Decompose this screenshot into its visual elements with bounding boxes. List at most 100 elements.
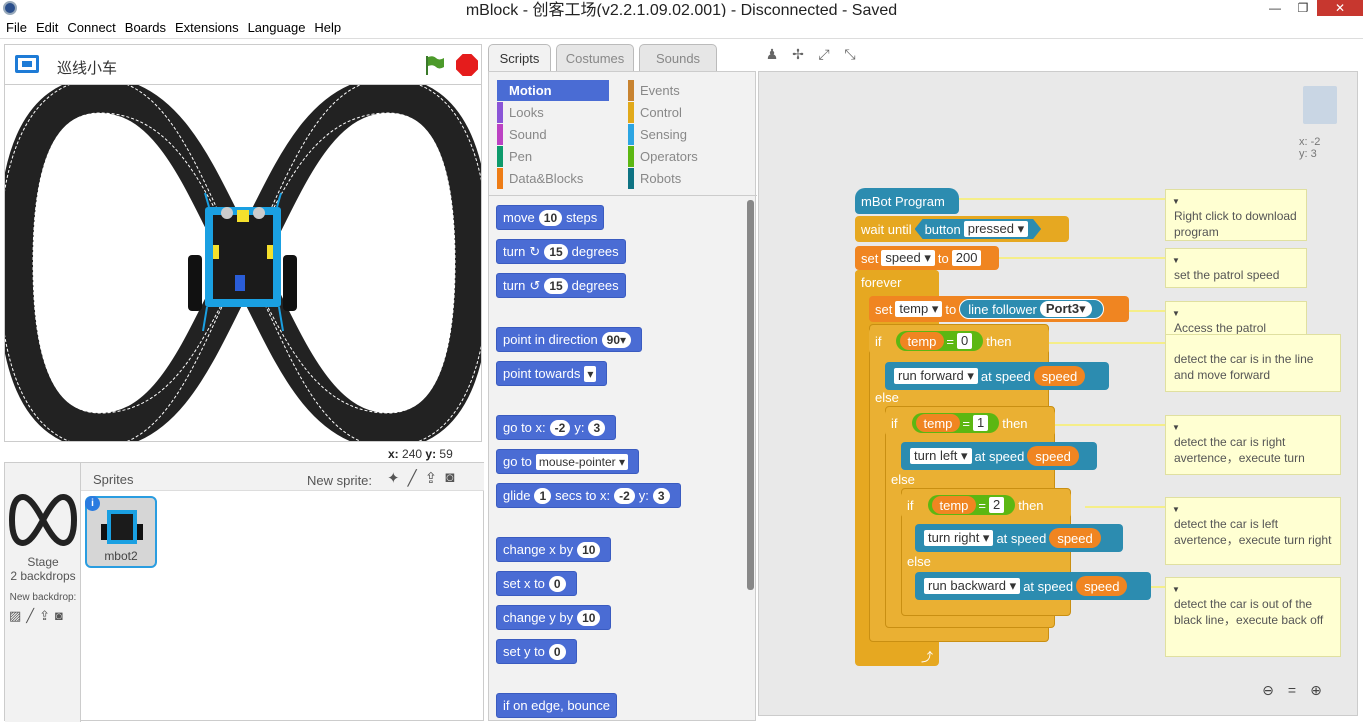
menu-help[interactable]: Help [314, 20, 342, 35]
camera-backdrop-icon[interactable]: ◙ [55, 608, 63, 623]
scripts-area[interactable]: x: -2 y: 3 mBot Program wait until butto… [758, 71, 1358, 716]
cut-tool-icon[interactable]: ✢ [792, 46, 804, 62]
block-input[interactable]: 10 [538, 209, 563, 226]
hat-block[interactable]: mBot Program [855, 188, 959, 214]
sprite-tile-mbot2[interactable]: i mbot2 [85, 496, 157, 568]
block-input[interactable]: 90▾ [601, 331, 632, 348]
block-bounce[interactable]: if on edge, bounce [496, 693, 617, 718]
palette-scrollbar[interactable] [747, 200, 754, 590]
menu-file[interactable]: File [6, 20, 27, 35]
speed-reporter[interactable]: speed [1076, 576, 1128, 596]
speed-reporter[interactable]: speed [1033, 366, 1086, 386]
zoom-out-icon[interactable]: ⊖ [1262, 682, 1274, 698]
temp-reporter[interactable]: temp [915, 414, 961, 432]
speed-reporter[interactable]: speed [1027, 446, 1079, 466]
equals-block[interactable]: temp = 0 [895, 331, 984, 351]
sprite-library-icon[interactable]: ✦ [387, 470, 400, 487]
block-input[interactable]: -2 [614, 487, 635, 504]
block-input[interactable]: -2 [549, 419, 571, 436]
grow-tool-icon[interactable]: ⤢ [818, 46, 830, 62]
category-sensing[interactable]: Sensing [628, 124, 740, 145]
stage-canvas[interactable] [4, 84, 482, 442]
comment-note[interactable]: detect the car is in the line and move f… [1165, 334, 1341, 392]
block-dropdown[interactable]: mouse-pointer ▾ [535, 453, 628, 470]
temp-reporter[interactable]: temp [931, 496, 977, 514]
zoom-reset-icon[interactable]: = [1287, 682, 1297, 698]
comment-note[interactable]: ▼Right click to download program [1165, 189, 1307, 241]
run-forward-block[interactable]: run forward ▾ at speed speed [885, 362, 1109, 390]
compare-value[interactable]: 2 [989, 497, 1005, 513]
tab-sounds[interactable]: Sounds [639, 44, 717, 71]
category-events[interactable]: Events [628, 80, 740, 101]
block-input[interactable]: 10 [577, 541, 601, 558]
menu-connect[interactable]: Connect [67, 20, 116, 35]
close-icon[interactable]: ✕ [1317, 0, 1363, 16]
block-point-towards[interactable]: point towards▾ [496, 361, 608, 386]
collapse-icon[interactable]: ▼ [1172, 423, 1180, 432]
minimize-icon[interactable]: — [1269, 1, 1281, 15]
collapse-icon[interactable]: ▼ [1172, 585, 1180, 594]
fullscreen-icon[interactable] [15, 55, 39, 73]
comment-note[interactable]: ▼detect the car is left avertence，execut… [1165, 497, 1341, 565]
set-speed-block[interactable]: set speed ▾ to 200 [855, 246, 999, 270]
comment-note[interactable]: ▼detect the car is right avertence，execu… [1165, 415, 1341, 475]
category-motion[interactable]: Motion [497, 80, 609, 101]
temp-var-dropdown[interactable]: temp ▾ [895, 301, 943, 317]
direction-dropdown[interactable]: run backward ▾ [924, 578, 1021, 594]
tab-scripts[interactable]: Scripts [488, 44, 551, 71]
if-block-1[interactable]: if temp = 0 then [869, 328, 1049, 354]
direction-dropdown[interactable]: run forward ▾ [894, 368, 978, 384]
info-icon[interactable]: i [85, 496, 100, 511]
port-dropdown[interactable]: Port3▾ [1039, 301, 1092, 317]
collapse-icon[interactable]: ▼ [1172, 197, 1180, 206]
paint-backdrop-icon[interactable]: ▨ [9, 608, 22, 623]
project-name[interactable]: 巡线小车 [57, 60, 118, 77]
collapse-icon[interactable]: ▼ [1172, 309, 1180, 318]
if-block-3[interactable]: if temp = 2 then [901, 492, 1071, 518]
upload-sprite-icon[interactable]: ⇪ [424, 470, 438, 487]
green-flag-icon[interactable] [423, 54, 445, 76]
wait-until-block[interactable]: wait until button pressed ▾ [855, 216, 1069, 242]
run-backward-block[interactable]: run backward ▾ at speed speed [915, 572, 1151, 600]
compare-value[interactable]: 0 [957, 333, 973, 349]
forever-block[interactable]: forever [855, 270, 939, 294]
block-input[interactable]: 3 [652, 487, 670, 504]
comment-note[interactable]: ▼detect the car is out of the black line… [1165, 577, 1341, 657]
direction-dropdown[interactable]: turn right ▾ [924, 530, 994, 546]
tab-costumes[interactable]: Costumes [556, 44, 634, 71]
category-operators[interactable]: Operators [628, 146, 740, 167]
camera-sprite-icon[interactable]: ◙ [445, 469, 455, 486]
menu-extensions[interactable]: Extensions [174, 20, 239, 35]
category-pen[interactable]: Pen [497, 146, 609, 167]
upload-backdrop-icon[interactable]: ⇪ [39, 608, 51, 623]
category-looks[interactable]: Looks [497, 102, 609, 123]
block-input[interactable]: 0 [548, 643, 566, 660]
compare-value[interactable]: 1 [973, 415, 989, 431]
block-input[interactable]: 0 [548, 575, 566, 592]
menu-edit[interactable]: Edit [35, 20, 59, 35]
equals-block[interactable]: temp = 1 [911, 413, 1000, 433]
category-robots[interactable]: Robots [628, 168, 740, 189]
collapse-icon[interactable]: ▼ [1172, 256, 1180, 265]
speed-value-input[interactable]: 200 [951, 250, 982, 266]
block-input[interactable]: 15 [544, 277, 568, 294]
stop-sign-icon[interactable] [456, 54, 478, 76]
temp-reporter[interactable]: temp [899, 332, 945, 350]
pressed-dropdown[interactable]: pressed ▾ [964, 221, 1028, 237]
line-follower-block[interactable]: line follower Port3▾ [959, 299, 1104, 319]
mbot-sprite[interactable] [185, 185, 301, 335]
turn-left-block[interactable]: turn left ▾ at speed speed [901, 442, 1097, 470]
stage-thumbnail[interactable]: Stage 2 backdrops New backdrop: ▨ ╱ ⇪ ◙ [5, 463, 81, 722]
menu-language[interactable]: Language [247, 20, 306, 35]
button-pressed-block[interactable]: button pressed ▾ [915, 219, 1042, 239]
